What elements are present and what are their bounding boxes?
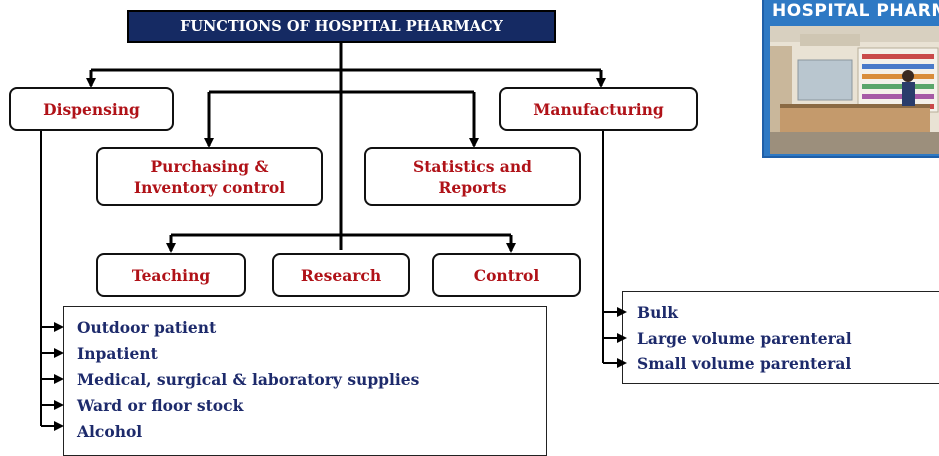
node-research: Research bbox=[272, 253, 410, 297]
dispensing-item: Inpatient bbox=[77, 344, 158, 363]
manufacturing-item: Large volume parenteral bbox=[637, 329, 852, 348]
node-research-label: Research bbox=[300, 265, 382, 285]
dispensing-item: Alcohol bbox=[77, 422, 143, 441]
dispensing-item: Outdoor patient bbox=[77, 318, 217, 337]
node-dispensing: Dispensing bbox=[9, 87, 174, 131]
node-manufacturing: Manufacturing bbox=[499, 87, 698, 131]
dispensing-item: Medical, surgical & laboratory supplies bbox=[77, 370, 420, 389]
diagram-title: FUNCTIONS OF HOSPITAL PHARMACY bbox=[127, 10, 556, 43]
manufacturing-item: Bulk bbox=[637, 303, 678, 322]
dispensing-item: Ward or floor stock bbox=[77, 396, 244, 415]
diagram-title-text: FUNCTIONS OF HOSPITAL PHARMACY bbox=[180, 18, 503, 35]
node-control-label: Control bbox=[473, 265, 540, 285]
node-dispensing-label: Dispensing bbox=[43, 99, 140, 119]
manufacturing-item: Small volume parenteral bbox=[637, 354, 852, 373]
manufacturing-list-frame bbox=[622, 291, 939, 384]
dispensing-list-frame bbox=[63, 306, 547, 456]
hospital-pharmacy-logo: HOSPITAL PHARMACY bbox=[762, 0, 939, 158]
node-teaching-label: Teaching bbox=[131, 265, 211, 285]
pharmacy-counter-image bbox=[770, 26, 939, 154]
node-statistics-label: Statistics and Reports bbox=[413, 156, 532, 197]
node-teaching: Teaching bbox=[96, 253, 246, 297]
node-purchasing-label: Purchasing & Inventory control bbox=[133, 156, 286, 197]
logo-title: HOSPITAL PHARMACY bbox=[772, 1, 939, 21]
node-control: Control bbox=[432, 253, 581, 297]
node-purchasing: Purchasing & Inventory control bbox=[96, 147, 323, 206]
node-manufacturing-label: Manufacturing bbox=[533, 99, 664, 119]
node-statistics: Statistics and Reports bbox=[364, 147, 581, 206]
